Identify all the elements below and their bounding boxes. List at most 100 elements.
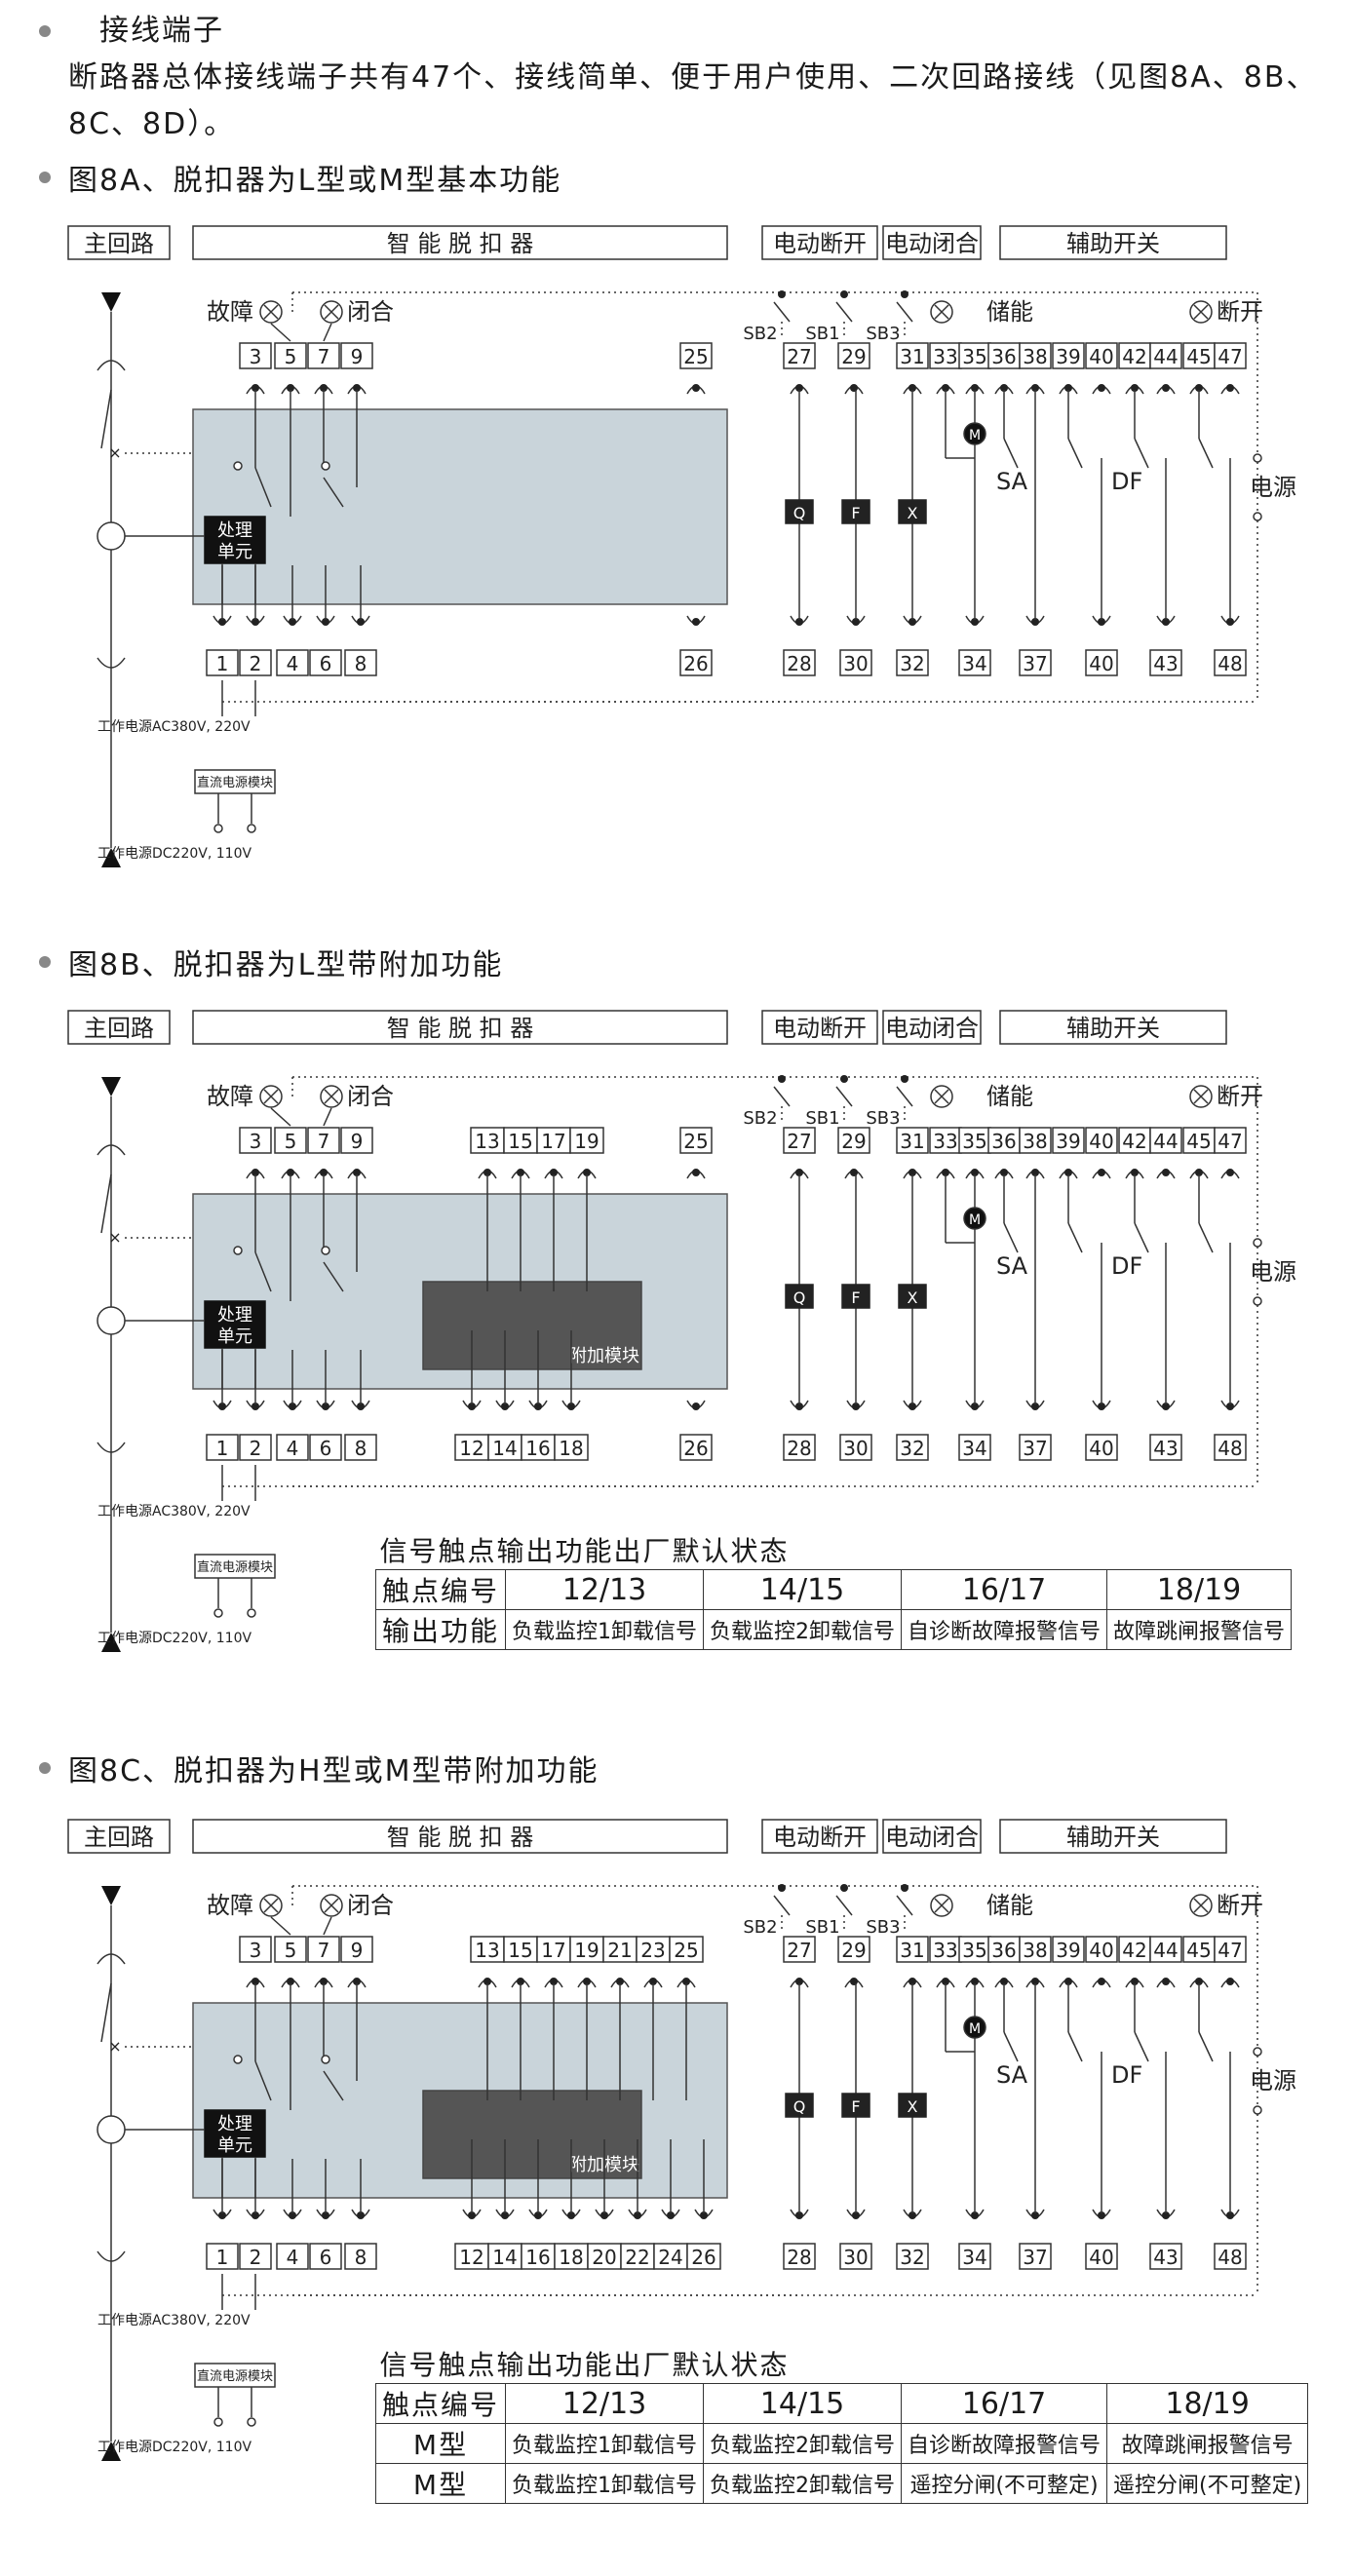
sa-label: SA — [996, 2061, 1028, 2089]
terminal-box — [554, 1434, 589, 1461]
terminal-box — [958, 1936, 991, 1963]
terminal-box — [1149, 1434, 1182, 1461]
terminal-box — [987, 1127, 1021, 1154]
lamp-cross-icon — [263, 1089, 279, 1104]
terminal-label: 37 — [1023, 652, 1047, 675]
wire-line — [896, 1086, 913, 1107]
terminal-box — [554, 2243, 589, 2270]
motor-label: M — [969, 1212, 981, 1228]
power-node — [1253, 2105, 1262, 2115]
arrow-down-icon — [101, 1886, 121, 1905]
junction-dot — [649, 1978, 657, 1985]
terminal-label: 20 — [592, 2246, 616, 2269]
junction-dot — [852, 2211, 860, 2219]
work-power-ac-label: 工作电源AC380V, 220V — [97, 719, 251, 735]
junction-dot — [1195, 384, 1203, 392]
terminal-label: 44 — [1153, 345, 1178, 368]
sb3-label: SB3 — [866, 324, 900, 344]
terminal-box — [837, 342, 870, 369]
terminal-box — [1182, 342, 1216, 369]
terminal-label: 36 — [991, 1130, 1016, 1153]
terminal-box — [783, 342, 816, 369]
power-node — [1253, 512, 1262, 521]
lamp-cross-icon — [263, 304, 279, 320]
terminal-label: 37 — [1023, 1437, 1047, 1460]
lamp-cross-icon — [324, 304, 339, 320]
wire-line — [323, 323, 332, 342]
arrow-up-icon — [101, 2441, 121, 2461]
terminal-label: 43 — [1153, 652, 1178, 675]
wire-line — [1067, 1222, 1083, 1253]
coil-icon — [898, 1284, 927, 1309]
junction-dot — [289, 2211, 296, 2219]
coil-label: Q — [793, 2097, 806, 2116]
motor-label: M — [969, 428, 981, 443]
table-cell: 遥控分闸(不可整定) — [1106, 2463, 1309, 2504]
junction-dot — [1162, 1978, 1170, 1985]
table-cell: 故障跳闸报警信号 — [1106, 2423, 1309, 2464]
junction-dot — [534, 2211, 542, 2219]
terminal-box — [1149, 1127, 1182, 1154]
junction-dot — [700, 2211, 708, 2219]
junction-dot — [534, 1403, 542, 1410]
junction-dot — [320, 1169, 328, 1176]
header-motor-open-label: 电动断开 — [773, 1824, 867, 1851]
terminal-label: 5 — [285, 1130, 297, 1153]
terminal-label: 40 — [1089, 652, 1113, 675]
terminal-label: 30 — [843, 1437, 868, 1460]
terminal-label: 17 — [541, 1130, 565, 1153]
terminal-box — [307, 1936, 340, 1963]
header-motor-close — [882, 225, 982, 260]
wire-line — [773, 1895, 791, 1916]
contact-arc-icon — [97, 2250, 126, 2262]
junction-dot — [778, 1075, 786, 1083]
fault-label: 故障 — [207, 298, 253, 326]
off-label: 断开 — [1217, 298, 1263, 326]
wire-line — [323, 1107, 332, 1127]
terminal-box — [206, 649, 239, 676]
wire-line — [773, 301, 791, 323]
terminal-box — [1052, 1936, 1085, 1963]
junction-dot — [692, 1403, 700, 1410]
off-label: 断开 — [1217, 1083, 1263, 1110]
dc-power-module — [194, 2363, 276, 2388]
terminal-box — [1019, 1127, 1052, 1154]
contact-node — [233, 1246, 243, 1255]
contact-arc-icon — [97, 1953, 126, 1965]
power-node — [1253, 1296, 1262, 1306]
header-motor-close — [882, 1010, 982, 1045]
terminal-label: 32 — [900, 652, 924, 675]
terminal-label: 22 — [625, 2246, 649, 2269]
bullet-icon — [39, 172, 51, 183]
coil-label: Q — [793, 1288, 806, 1307]
cross-mark: × — [108, 2037, 121, 2056]
terminal-label: 19 — [574, 1939, 599, 1962]
terminal-box — [309, 1434, 342, 1461]
header-main-circuit-label: 主回路 — [84, 1015, 154, 1042]
terminal-label: 40 — [1089, 345, 1113, 368]
wire-line — [270, 1916, 291, 1936]
arrow-up-icon — [101, 1633, 121, 1652]
junction-dot — [218, 1403, 226, 1410]
junction-dot — [353, 384, 361, 392]
terminal-box — [1149, 1936, 1182, 1963]
terminal-box — [987, 342, 1021, 369]
terminal-label: 43 — [1153, 1437, 1178, 1460]
terminal-label: 6 — [320, 1437, 332, 1460]
terminal-label: 12 — [459, 2246, 483, 2269]
header-motor-open — [761, 1819, 878, 1854]
header-trip-unit — [192, 225, 728, 260]
terminal-label: 38 — [1023, 1939, 1047, 1962]
lamp-cross-icon — [263, 1898, 279, 1913]
terminal-box — [569, 1936, 604, 1963]
junction-dot — [908, 618, 916, 626]
lamp-cross-icon — [324, 1089, 339, 1104]
terminal-box — [1214, 1127, 1247, 1154]
terminal-label: 13 — [475, 1130, 499, 1153]
wire-line — [1134, 1222, 1149, 1253]
terminal-box — [307, 342, 340, 369]
intro-heading: 接线端子 — [99, 14, 224, 48]
terminal-box — [1182, 1127, 1216, 1154]
table-row-label: M型 — [374, 2423, 507, 2464]
header-motor-close-label: 电动闭合 — [885, 230, 979, 257]
